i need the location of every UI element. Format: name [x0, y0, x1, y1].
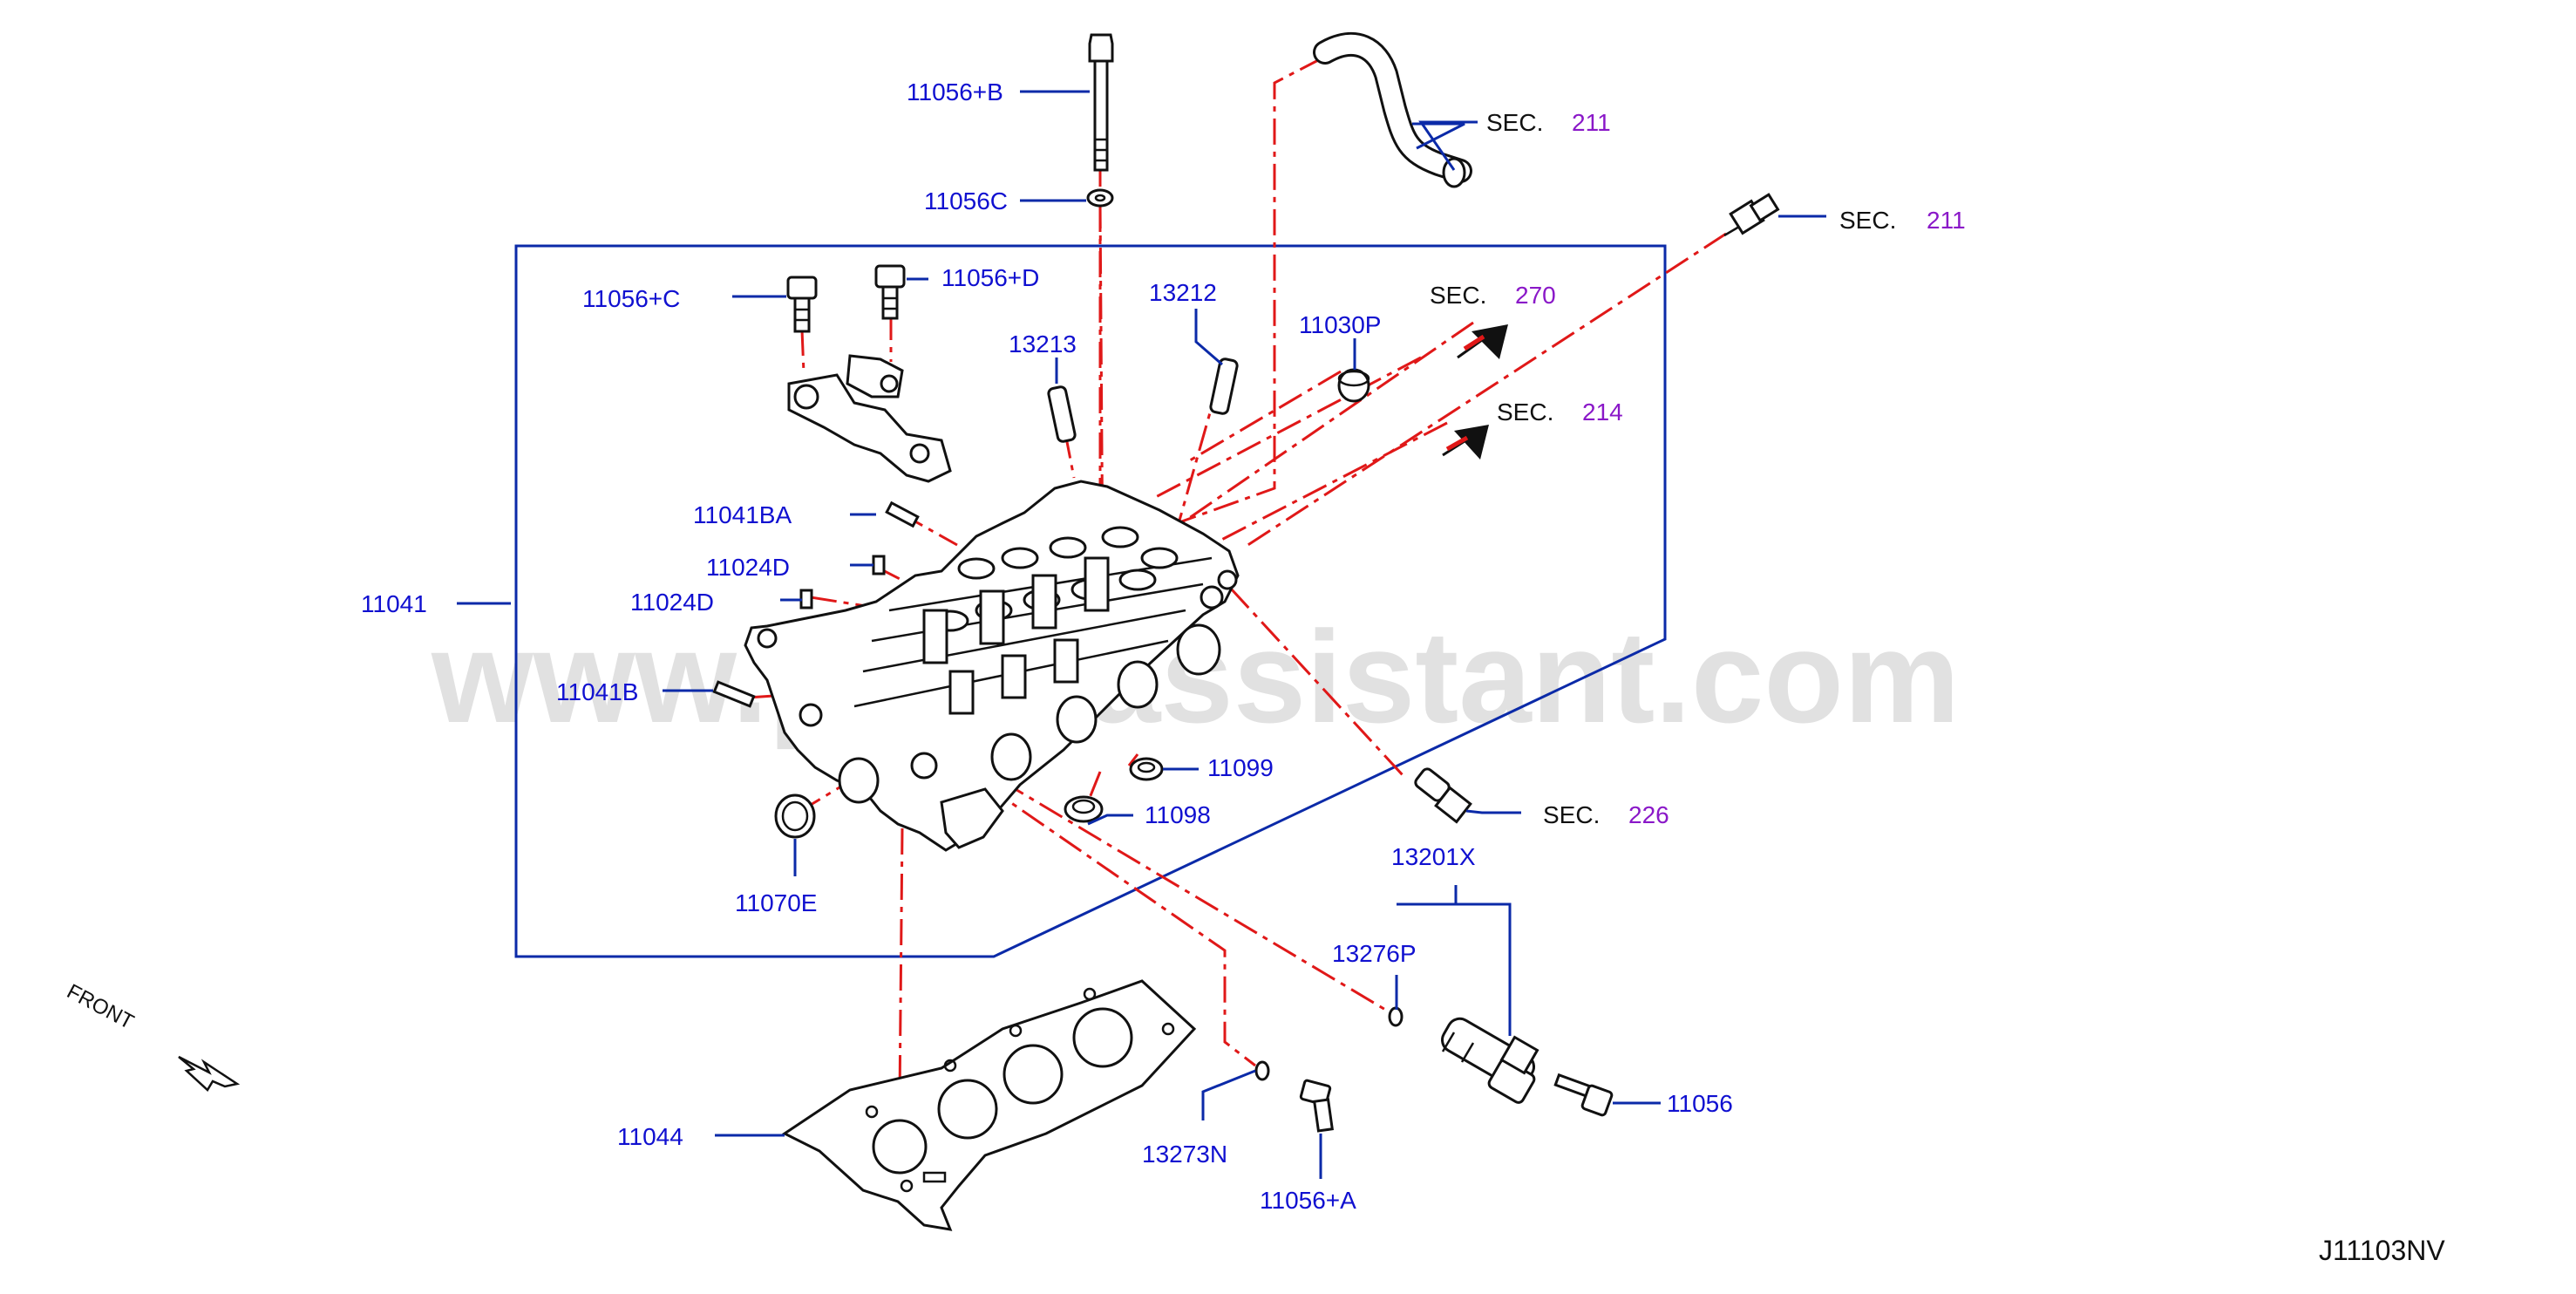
- diagram-code: J11103NV: [2319, 1235, 2445, 1266]
- valve-guide-13213: [1047, 385, 1077, 443]
- sec-d-number: 214: [1582, 398, 1623, 426]
- label-11056c-plus: 11056+C: [582, 285, 680, 312]
- label-11070e: 11070E: [735, 889, 817, 916]
- sec-a-prefix: SEC.: [1486, 109, 1543, 136]
- camshaft-sensor: [1414, 767, 1472, 824]
- label-11098: 11098: [1145, 801, 1211, 828]
- dowel-11024d-1: [872, 555, 886, 575]
- part-labels: 11056+B 11056C 11056+C 11056+D 13212 132…: [361, 78, 1733, 1214]
- sec-d-prefix: SEC.: [1497, 398, 1553, 426]
- assembly-frame: [514, 244, 1667, 958]
- sec-c-number: 270: [1515, 282, 1556, 309]
- stud-11041ba: [885, 501, 920, 528]
- label-11056d: 11056+D: [941, 264, 1039, 291]
- section-arrows: [1442, 324, 1508, 460]
- section-references: SEC. 211 SEC. 211 SEC. 270 SEC. 214 SEC.…: [1430, 109, 1966, 828]
- hose-sec211: [1313, 32, 1472, 188]
- plug-11030p: [1337, 368, 1370, 403]
- cylinder-head: [744, 480, 1240, 852]
- sec-e-number: 226: [1628, 801, 1669, 828]
- label-13276p: 13276P: [1332, 940, 1417, 967]
- label-11041: 11041: [361, 590, 427, 617]
- label-11056: 11056: [1667, 1090, 1733, 1117]
- front-indicator: FRONT: [63, 979, 241, 1092]
- front-label: FRONT: [63, 979, 138, 1034]
- label-11056b: 11056+B: [907, 78, 1003, 106]
- temperature-sensor: [1723, 193, 1780, 237]
- bolt-11056a: [1299, 1079, 1334, 1133]
- label-11041ba: 11041BA: [693, 501, 792, 528]
- front-arrow-icon: [178, 1055, 241, 1092]
- stud-11041b: [712, 680, 756, 708]
- label-11056c: 11056C: [924, 187, 1008, 215]
- label-13213: 13213: [1009, 330, 1077, 358]
- sec-a-number: 211: [1572, 109, 1611, 136]
- long-bolt-11056b: [1088, 33, 1114, 172]
- seal-11098: [1064, 795, 1104, 823]
- head-gasket-11044: [782, 979, 1197, 1231]
- label-13212: 13212: [1149, 279, 1217, 306]
- washer-11056c: [1086, 188, 1114, 208]
- label-11099: 11099: [1207, 754, 1274, 781]
- label-11030p: 11030P: [1299, 311, 1381, 338]
- label-13201x: 13201X: [1391, 843, 1476, 870]
- solenoid-valve-13201x: [1440, 1017, 1539, 1104]
- camshaft-bracket: [787, 354, 952, 483]
- valve-guide-13212: [1209, 358, 1239, 415]
- o-ring-13273n: [1254, 1060, 1270, 1081]
- label-11041b: 11041B: [556, 678, 638, 705]
- leader-lines: [457, 90, 1826, 1179]
- sec-b-number: 211: [1927, 207, 1966, 234]
- label-11044: 11044: [617, 1123, 683, 1150]
- seal-11099: [1129, 757, 1164, 781]
- bolt-11056: [1553, 1073, 1614, 1117]
- label-13273n: 13273N: [1142, 1141, 1227, 1168]
- label-11024d-2: 11024D: [630, 589, 714, 616]
- sec-c-prefix: SEC.: [1430, 282, 1486, 309]
- dowel-11024d-2: [799, 589, 813, 610]
- label-11024d-1: 11024D: [706, 554, 790, 581]
- sec-b-prefix: SEC.: [1839, 207, 1896, 234]
- bolt-11056c: [786, 276, 818, 333]
- sec-e-prefix: SEC.: [1543, 801, 1600, 828]
- o-ring-13276p: [1388, 1006, 1404, 1027]
- plug-11070e: [774, 793, 816, 839]
- label-11056a: 11056+A: [1260, 1187, 1356, 1214]
- bolt-11056d: [874, 264, 906, 320]
